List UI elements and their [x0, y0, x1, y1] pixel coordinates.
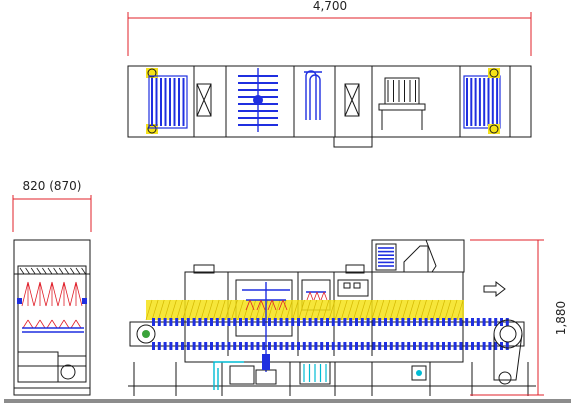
direction-arrow-icon [483, 280, 506, 298]
plan-view [127, 65, 532, 148]
plan-section-panel [344, 83, 360, 117]
plan-section-manifold [304, 70, 322, 120]
plan-section-right [463, 68, 501, 134]
dimension-height-label: 1,880 [554, 301, 568, 335]
side-view [128, 239, 536, 396]
conveyor [129, 318, 525, 385]
drain-valve [411, 365, 427, 381]
dimension-length-label: 4,700 [313, 0, 347, 13]
dimension-length: 4,700 [127, 0, 532, 56]
dimension-width: 820 (870) [12, 179, 92, 232]
plan-section-blower [378, 77, 426, 130]
blower-unit [371, 239, 465, 273]
plan-section-left [146, 68, 212, 134]
filter-tank [299, 361, 331, 385]
pump-assembly [213, 354, 277, 390]
plan-section-nozzles [238, 68, 278, 132]
nozzle-frame [242, 282, 328, 372]
dimension-width-label: 820 (870) [23, 179, 82, 193]
end-view [13, 239, 91, 396]
dimension-height: 1,880 [470, 239, 568, 396]
